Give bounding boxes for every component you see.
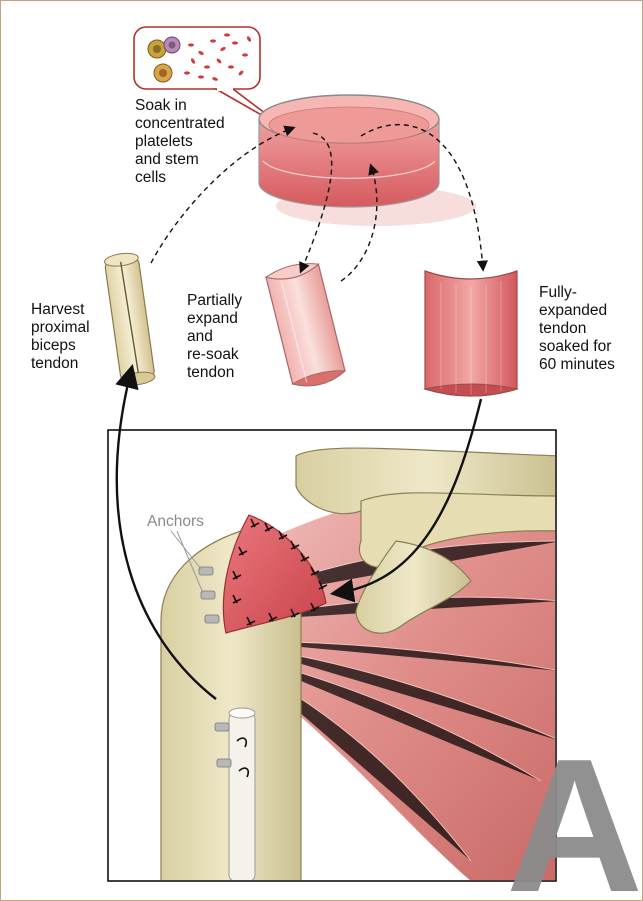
- harvested-tendon: [104, 251, 156, 386]
- soak-label: Soak in concentrated platelets and stem …: [135, 97, 225, 187]
- watermark: As: [506, 720, 642, 900]
- full-tendon: [425, 271, 517, 396]
- shoulder-panel: [108, 430, 561, 881]
- harvest-label: Harvest proximal biceps tendon: [31, 301, 90, 373]
- anchors-label: Anchors: [147, 513, 204, 531]
- full-label: Fully- expanded tendon soaked for 60 min…: [539, 284, 615, 374]
- partial-tendon: [265, 259, 347, 390]
- petri-dish: [259, 95, 476, 226]
- partial-label: Partially expand and re-soak tendon: [187, 292, 242, 382]
